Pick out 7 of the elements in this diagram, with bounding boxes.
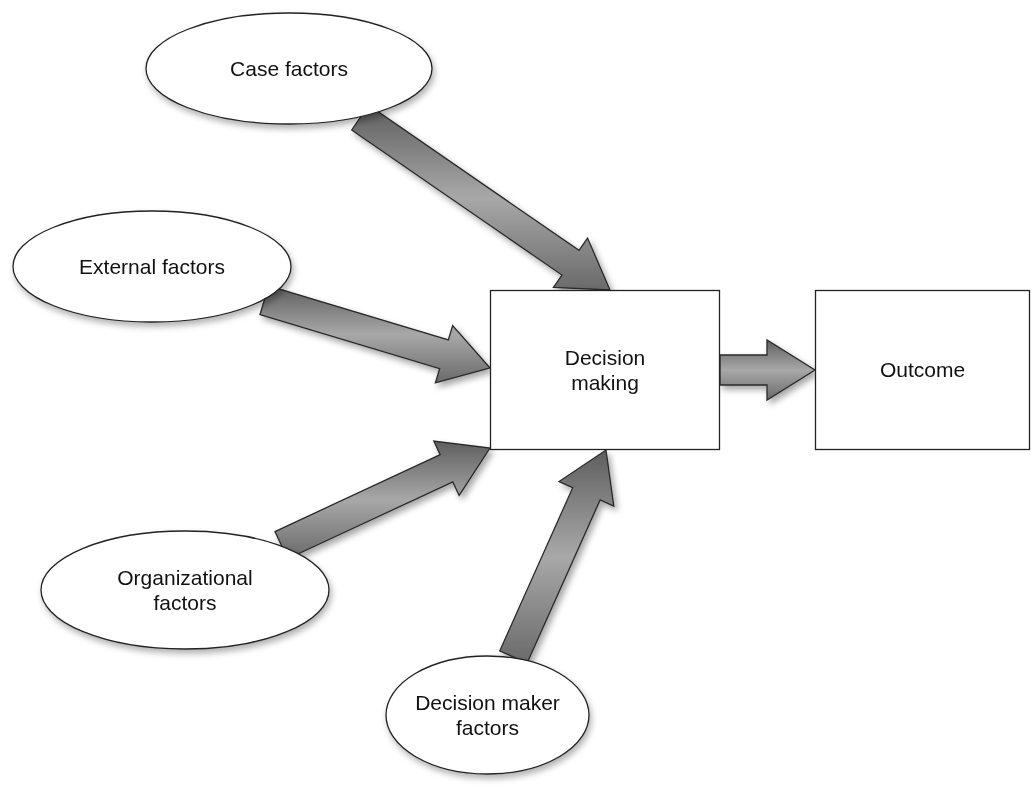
node-label: Case factors — [230, 55, 348, 82]
block-arrow — [719, 338, 817, 402]
node-label: Decision making — [563, 344, 647, 396]
node-label: Decision maker factors — [414, 689, 561, 741]
node-label: Organizational factors — [116, 564, 254, 616]
node-label: External factors — [79, 253, 225, 280]
node-label: Outcome — [879, 357, 966, 383]
